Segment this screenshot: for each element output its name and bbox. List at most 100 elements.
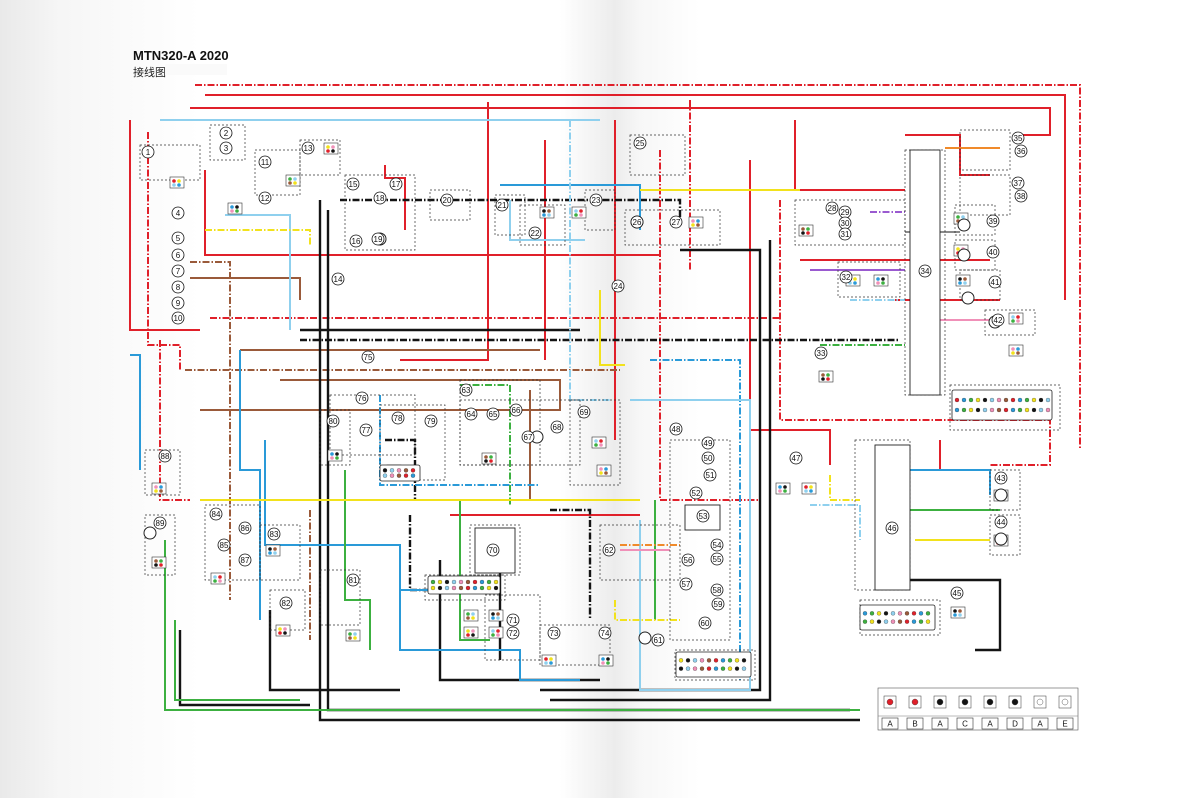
component-label-22: 22 [528,226,542,240]
svg-text:A: A [887,720,893,729]
connector-chip [591,436,607,449]
wire-red [159,340,190,501]
svg-text:A: A [1037,720,1043,729]
connector-chip [463,626,479,639]
diagram-title: MTN320-A 2020 [133,48,229,63]
svg-text:6: 6 [176,251,181,260]
svg-text:36: 36 [1017,147,1026,156]
svg-text:60: 60 [701,619,710,628]
svg-text:12: 12 [261,194,270,203]
wire-yellow [205,229,311,245]
component-label-35: 35 [1011,131,1025,145]
wire-lightblue [509,200,585,241]
component-box [989,514,1021,556]
component-box [299,139,341,176]
component-label-62: 62 [602,543,616,557]
component-label-1: 1 [141,145,155,159]
sensor-symbol [957,218,971,232]
connector-chip [488,626,504,639]
component-label-73: 73 [547,626,561,640]
wire-blue [130,354,141,470]
wire-blue [650,359,741,680]
svg-text:25: 25 [636,139,645,148]
connector-chip [345,629,361,642]
component-label-57: 57 [679,577,693,591]
svg-text:17: 17 [392,180,401,189]
connector-chip [571,206,587,219]
svg-text:40: 40 [989,248,998,257]
component-label-81: 81 [346,573,360,587]
connector-chip [873,274,889,287]
sensor-symbol [143,526,157,540]
component-label-14: 14 [331,272,345,286]
svg-text:43: 43 [997,474,1006,483]
svg-text:19: 19 [374,235,383,244]
connector-chip [227,202,243,215]
component-label-54: 54 [710,538,724,552]
component-box [629,134,686,176]
component-label-10: 10 [171,311,185,325]
svg-text:72: 72 [509,629,518,638]
connector-chip [275,624,291,637]
component-box [319,409,351,466]
component-box [984,309,1036,336]
svg-text:E: E [1062,720,1067,729]
legend-entry: C [956,695,974,730]
component-label-20: 20 [440,193,454,207]
connector-chip [151,482,167,495]
component-box [959,174,1011,216]
component-label-88: 88 [158,449,172,463]
component-box [494,194,526,236]
connector-chip [210,572,226,585]
wire-red [204,170,660,256]
component-label-44: 44 [994,515,1008,529]
wire-red [794,120,905,191]
component-label-28: 28 [825,201,839,215]
connector-chip [596,464,612,477]
svg-text:24: 24 [614,282,623,291]
multi-pin-connector [675,651,752,678]
component-label-33: 33 [814,346,828,360]
component-label-9: 9 [171,296,185,310]
component-label-89: 89 [153,516,167,530]
svg-text:86: 86 [241,524,250,533]
wire-green [344,470,371,650]
component-label-37: 37 [1011,176,1025,190]
svg-text:13: 13 [304,144,313,153]
legend-entry: D [1006,695,1024,730]
component-label-72: 72 [506,626,520,640]
svg-text:48: 48 [672,425,681,434]
svg-text:20: 20 [443,196,452,205]
wire-red [190,107,1051,136]
svg-text:79: 79 [427,417,436,426]
sensor-symbol [994,532,1008,546]
component-box [674,649,756,681]
connector-chip [688,216,704,229]
component-box [254,149,301,196]
svg-text:1: 1 [146,148,151,157]
component-label-45: 45 [950,586,964,600]
svg-text:26: 26 [633,218,642,227]
wire-red [129,120,200,331]
connector-chip [798,224,814,237]
component-box [519,204,566,246]
connector-chip [151,556,167,569]
svg-text:9: 9 [176,299,181,308]
component-box [144,449,181,496]
sensor-symbol [957,248,971,262]
wire-yellow [599,290,625,366]
connector-chip [541,654,557,667]
sensor-symbol [638,631,652,645]
component-label-15: 15 [346,177,360,191]
legend-entry: A [931,695,949,730]
svg-text:38: 38 [1017,192,1026,201]
wire-red [195,84,1081,450]
wire-red [400,102,489,361]
svg-text:5: 5 [176,234,181,243]
component-label-11: 11 [258,155,272,169]
svg-text:76: 76 [358,394,367,403]
component-box [329,394,416,456]
component-label-64: 64 [464,407,478,421]
component-label-78: 78 [391,411,405,425]
svg-text:A: A [937,720,943,729]
